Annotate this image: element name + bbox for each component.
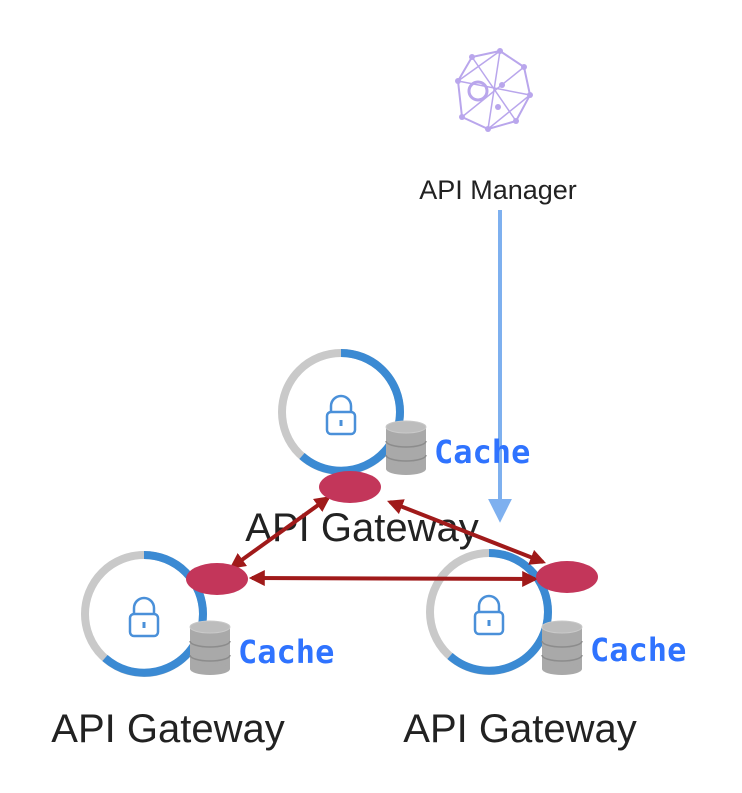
network-mesh-icon: [455, 48, 533, 132]
gateway-label: API Gateway: [245, 506, 478, 550]
sync-node-top: [319, 471, 381, 503]
gateway-left: Cache API Gateway: [51, 551, 334, 751]
api-manager-label: API Manager: [419, 175, 577, 205]
sync-node-right: [536, 561, 598, 593]
sync-arrow-top-left: [229, 496, 331, 569]
cache-label: Cache: [238, 633, 334, 671]
lock-icon: [128, 596, 160, 638]
database-icon: [385, 420, 427, 476]
lock-icon: [473, 594, 505, 636]
sync-arrow-left-right: [248, 570, 539, 587]
gateway-right: Cache API Gateway: [403, 549, 686, 751]
cache-label: Cache: [590, 631, 686, 669]
cache-label: Cache: [434, 433, 530, 471]
gateway-label: API Gateway: [51, 707, 284, 751]
sync-node-left: [186, 563, 248, 595]
database-icon: [189, 620, 231, 676]
gateway-label: API Gateway: [403, 707, 636, 751]
database-icon: [541, 620, 583, 676]
lock-icon: [325, 394, 357, 436]
sync-arrow-top-right: [387, 499, 546, 565]
gateway-top: Cache API Gateway: [245, 349, 530, 550]
